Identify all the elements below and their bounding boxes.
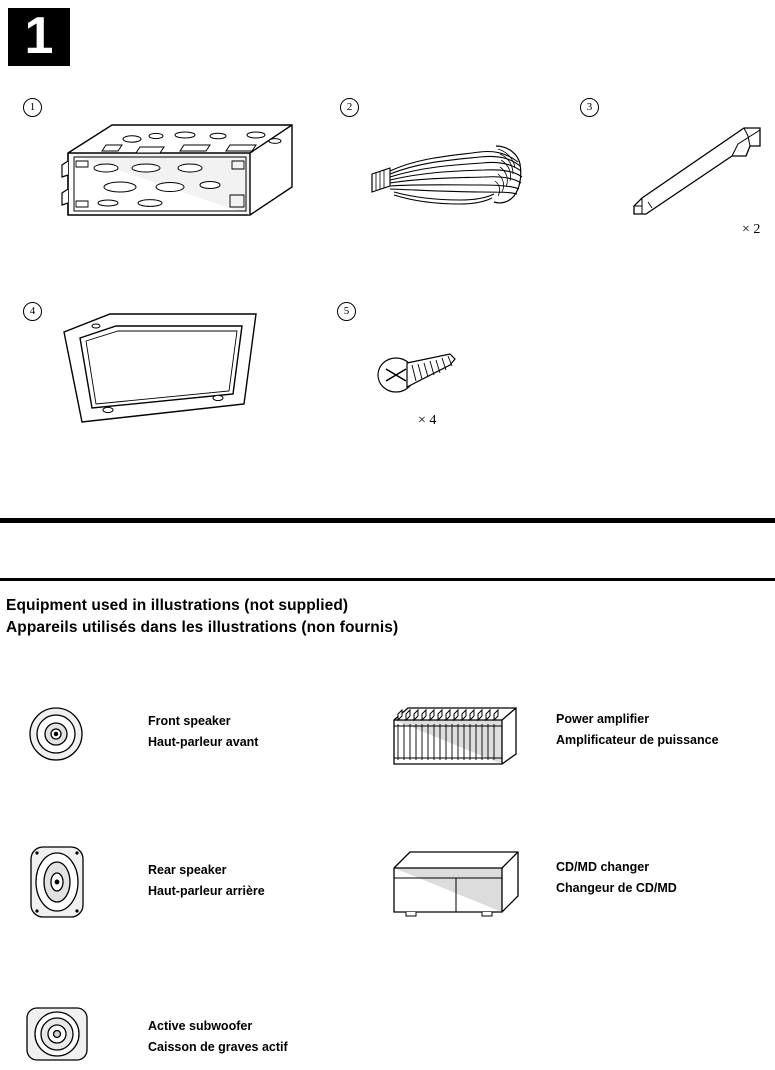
part-marker-1: 1: [23, 98, 42, 117]
part-marker-4: 4: [23, 302, 42, 321]
equipment-illustration-cd-md-changer: [390, 846, 522, 918]
equipment-illustration-active-subwoofer: [24, 1005, 90, 1063]
part-illustration-mounting-sleeve: [60, 105, 300, 240]
part-illustration-screw: [376, 345, 458, 405]
part-quantity-5: × 4: [418, 413, 437, 428]
equipment-label-rear-speaker-english: Rear speaker: [148, 863, 227, 877]
part-illustration-release-key: [628, 122, 768, 222]
part-illustration-trim-plate: [58, 310, 263, 428]
divider-top: [0, 518, 775, 523]
part-marker-2: 2: [340, 98, 359, 117]
part-marker-3: 3: [580, 98, 599, 117]
part-marker-5: 5: [337, 302, 356, 321]
equipment-illustration-power-amplifier: [390, 700, 520, 768]
heading-french: Appareils utilisés dans les illustration…: [6, 619, 399, 636]
divider-bottom: [0, 578, 775, 581]
equipment-label-rear-speaker-french: Haut-parleur arrière: [148, 884, 265, 898]
equipment-label-cd-md-changer-french: Changeur de CD/MD: [556, 881, 677, 895]
heading-english: Equipment used in illustrations (not sup…: [6, 597, 349, 614]
equipment-label-cd-md-changer-english: CD/MD changer: [556, 860, 650, 874]
equipment-label-power-amplifier-english: Power amplifier: [556, 712, 650, 726]
equipment-label-front-speaker-english: Front speaker: [148, 714, 231, 728]
part-illustration-wiring-harness: [368, 140, 533, 225]
equipment-label-front-speaker-french: Haut-parleur avant: [148, 735, 259, 749]
equipment-illustration-rear-speaker: [28, 844, 86, 920]
equipment-label-power-amplifier-french: Amplificateur de puissance: [556, 733, 719, 747]
equipment-illustration-front-speaker: [28, 706, 84, 762]
equipment-label-active-subwoofer-english: Active subwoofer: [148, 1019, 253, 1033]
equipment-label-active-subwoofer-french: Caisson de graves actif: [148, 1040, 288, 1054]
part-quantity-3: × 2: [742, 222, 761, 237]
step-number-badge: 1: [8, 8, 70, 66]
